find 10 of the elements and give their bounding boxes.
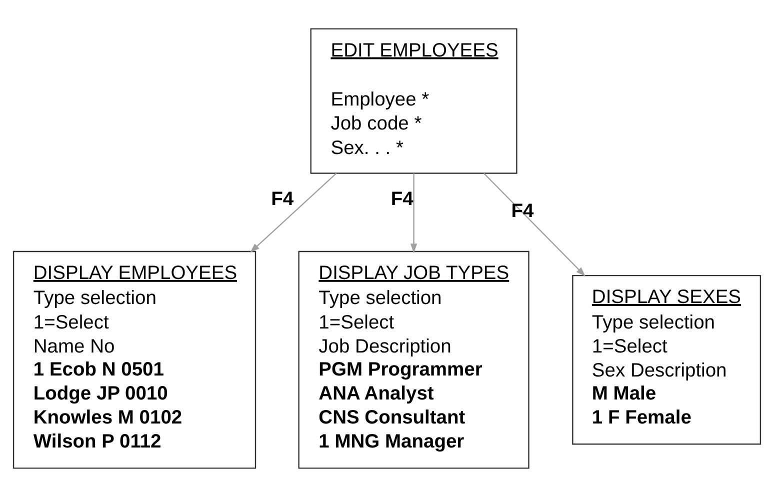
edge-label: F4 [271, 188, 294, 210]
edge-label: F4 [390, 188, 414, 210]
edge-label: F4 [511, 200, 534, 222]
node-box: DISPLAY SEXES Type selection 1=Select Sex Description M Male 1 F Female [572, 274, 762, 444]
node-box: EDIT EMPLOYEES Employee * Job code * Sex. . . * [310, 28, 518, 174]
arrow [483, 172, 586, 276]
node-box: DISPLAY EMPLOYEES Type selection 1=Select Name No 1 Ecob N 0501 Lodge JP 0010 Knowles M 0102 Wilson P 0112 [12, 250, 256, 468]
arrow [250, 172, 337, 252]
node-box: DISPLAY JOB TYPES Type selection 1=Select Job Description PGM Programmer ANA Analyst CNS Consultant 1 MNG Manager [298, 250, 530, 468]
arrow [410, 172, 418, 253]
